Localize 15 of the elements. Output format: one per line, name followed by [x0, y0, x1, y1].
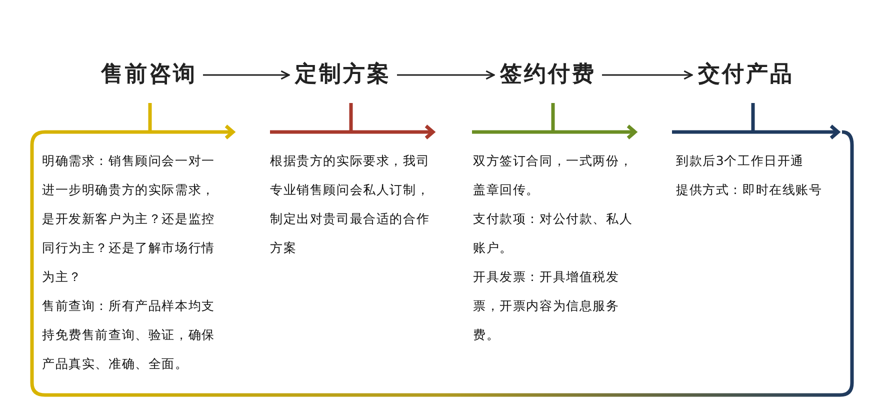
- arrow: [397, 70, 495, 80]
- step-description: 开具发票：开具增值税发票，开票内容为信息服务费。: [473, 268, 620, 344]
- step-description: 提供方式：即时在线账号: [676, 181, 824, 199]
- step-title: 签约付费: [496, 60, 600, 90]
- step-description: 明确需求：销售顾问会一对一进一步明确贵方的实际需求，是开发新客户为主？还是监控同行为主？还是了解市场行情为主？: [42, 152, 216, 286]
- step-description: 支付款项：对公付款、私人账户。: [473, 210, 634, 257]
- step-description: 双方签订合同，一式两份，盖章回传。: [473, 152, 634, 199]
- step-title: 交付产品: [694, 60, 798, 90]
- step-description: 根据贵方的实际要求，我司专业销售顾问会私人订制，制定出对贵司最合适的合作方案: [270, 152, 431, 257]
- arrow: [602, 70, 693, 80]
- step-description: 售前查询：所有产品样本均支持免费售前查询、验证，确保产品真实、准确、全面。: [42, 297, 216, 373]
- arrow: [203, 70, 290, 80]
- step-title: 售前咨询: [97, 60, 201, 90]
- step-title: 定制方案: [291, 60, 395, 90]
- step-description: 到款后3个工作日开通: [676, 152, 805, 170]
